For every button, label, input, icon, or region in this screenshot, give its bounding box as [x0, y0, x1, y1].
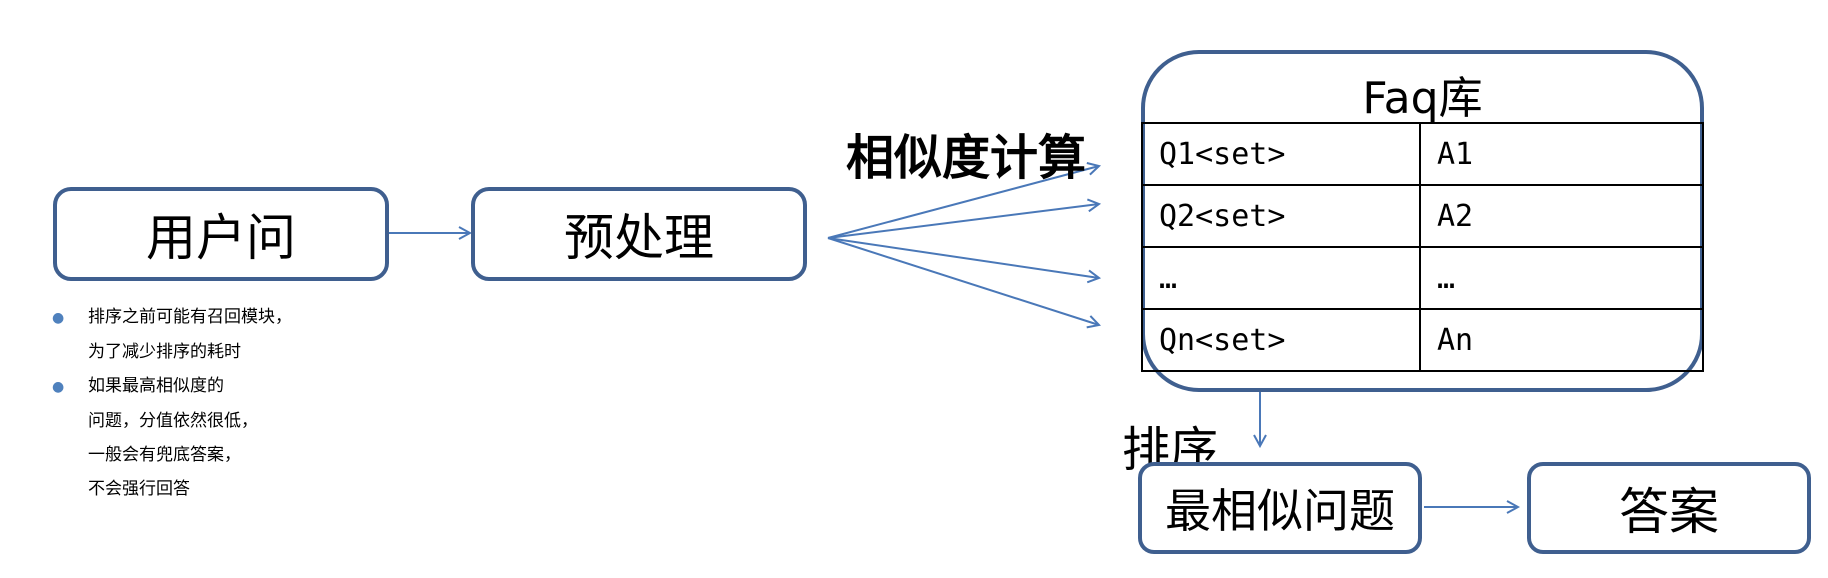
answer-label: 答案: [1619, 483, 1719, 541]
arrow-to-q1: [827, 166, 1099, 239]
list-item: ● 如果最高相似度的: [52, 369, 292, 404]
bullet-icon: ●: [52, 310, 65, 326]
table-row: Q2<set> A2: [1141, 184, 1704, 248]
arrow-to-ellipsis: [827, 237, 1099, 278]
faq-title: Faq库: [1362, 73, 1483, 124]
question-cell: …: [1141, 246, 1421, 310]
table-row: Q1<set> A1: [1141, 122, 1704, 186]
note-text: 排序之前可能有召回模块，: [88, 307, 292, 327]
answer-box: 答案: [1527, 462, 1811, 554]
similarity-label: 相似度计算: [846, 130, 1087, 186]
bullet-icon: ●: [52, 379, 65, 395]
list-item: 为了减少排序的耗时: [52, 335, 292, 369]
user-question-box: 用户问: [53, 187, 389, 281]
arrow-to-qn: [827, 237, 1099, 325]
user-question-label: 用户问: [146, 209, 296, 267]
list-item: 不会强行回答: [52, 472, 292, 506]
list-item: ● 排序之前可能有召回模块，: [52, 300, 292, 335]
question-cell: Qn<set>: [1141, 308, 1421, 372]
table-row: … …: [1141, 246, 1704, 310]
preprocess-box: 预处理: [471, 187, 807, 281]
note-text: 如果最高相似度的: [88, 376, 224, 396]
most-similar-box: 最相似问题: [1138, 462, 1422, 554]
answer-cell: A2: [1419, 184, 1704, 248]
list-item: 问题，分值依然很低，: [52, 404, 292, 438]
arrow-to-q2: [827, 204, 1099, 239]
note-text: 不会强行回答: [88, 479, 190, 499]
question-cell: Q1<set>: [1141, 122, 1421, 186]
answer-cell: An: [1419, 308, 1704, 372]
preprocess-label: 预处理: [564, 209, 714, 267]
most-similar-label: 最相似问题: [1165, 484, 1395, 538]
answer-cell: …: [1419, 246, 1704, 310]
answer-cell: A1: [1419, 122, 1704, 186]
list-item: 一般会有兜底答案，: [52, 438, 292, 472]
table-row: Qn<set> An: [1141, 308, 1704, 372]
note-text: 一般会有兜底答案，: [88, 445, 241, 465]
question-cell: Q2<set>: [1141, 184, 1421, 248]
faq-table: Q1<set> A1 Q2<set> A2 … … Qn<set> An: [1141, 122, 1704, 372]
notes-list: ● 排序之前可能有召回模块， 为了减少排序的耗时 ● 如果最高相似度的 问题，分值依…: [52, 300, 292, 506]
note-text: 问题，分值依然很低，: [88, 411, 258, 431]
note-text: 为了减少排序的耗时: [88, 342, 241, 362]
